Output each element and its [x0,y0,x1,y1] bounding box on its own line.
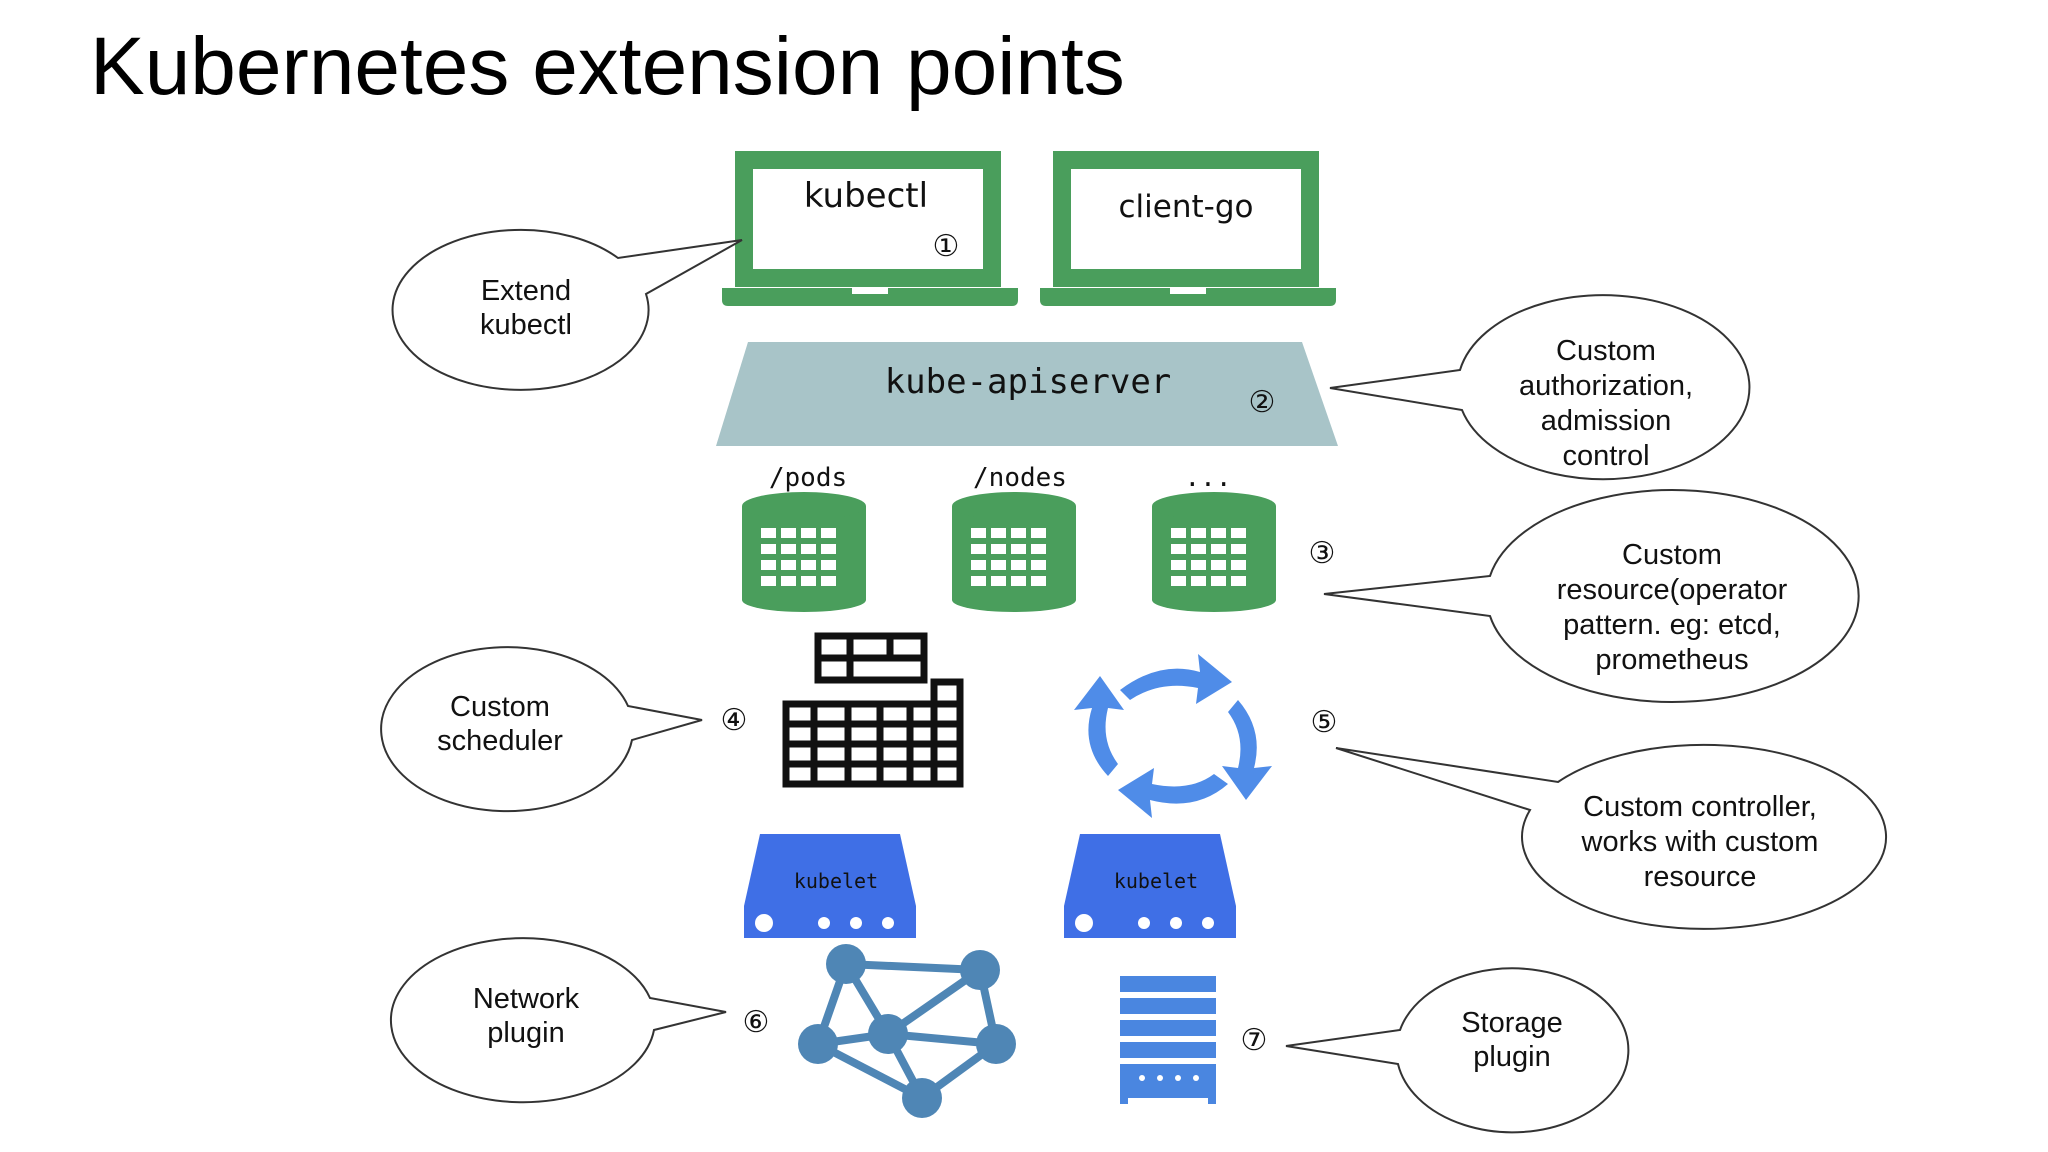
client-label: client-go [1119,189,1254,225]
reconcile-arrows-icon [1074,654,1272,818]
number-1: ① [933,229,960,264]
resource-label: ... [1185,463,1232,493]
number-3: ③ [1309,536,1336,571]
callout-text: resource [1644,861,1757,893]
page-title: Kubernetes extension points [90,21,1125,112]
resource-more: ... [1152,463,1276,612]
database-grid-icon [971,528,1046,586]
callout-text: plugin [487,1017,564,1049]
number-4: ④ [721,703,748,738]
client-label: kubectl [804,176,928,216]
callout-text: authorization, [1519,370,1693,402]
callout-text: works with custom [1581,826,1819,858]
resource-pods: /pods [742,463,866,612]
callout-text: Storage [1461,1007,1563,1039]
callout-text: prometheus [1595,644,1748,676]
callout-text: Custom controller, [1583,791,1817,823]
callout-text: scheduler [437,725,563,757]
callout-text: Extend [481,275,571,307]
callout-custom-controller: Custom controller, works with custom res… [1335,743,1888,930]
resource-label: /pods [769,463,847,493]
storage-stack-icon [1120,976,1216,1104]
database-grid-icon [761,528,836,586]
callout-text: Custom [450,691,550,723]
callout-text: control [1562,440,1649,472]
callout-authorization: Custom authorization, admission control [1329,294,1751,481]
kubelet-node: kubelet [744,834,916,938]
callout-custom-resource: Custom resource(operator pattern. eg: et… [1323,489,1860,703]
callout-text: Custom [1556,335,1656,367]
database-grid-icon [1171,528,1246,586]
callout-text: kubectl [480,309,572,341]
number-2: ② [1249,385,1276,420]
number-7: ⑦ [1241,1023,1268,1058]
kubelet-label: kubelet [794,869,878,893]
callout-text: admission [1541,405,1672,437]
callout-text: resource(operator [1557,574,1788,606]
number-5: ⑤ [1311,705,1338,740]
network-graph-icon [798,944,1016,1118]
callout-text: Network [473,983,580,1015]
callout-text: Custom [1622,539,1722,571]
resource-nodes: /nodes [952,463,1076,612]
callout-custom-scheduler: Custom scheduler [380,646,703,813]
resource-label: /nodes [973,463,1067,493]
number-6: ⑥ [743,1005,770,1040]
laptop-kubectl: kubectl ① [722,151,1018,306]
callout-extend-kubectl: Extend kubectl [391,228,743,391]
callout-text: plugin [1473,1041,1550,1073]
scheduler-grid-icon [782,632,964,788]
callout-storage-plugin: Storage plugin [1285,967,1630,1134]
callout-text: pattern. eg: etcd, [1563,609,1781,641]
apiserver-label: kube-apiserver [885,362,1172,402]
callout-network-plugin: Network plugin [389,937,727,1104]
kube-apiserver-block: kube-apiserver ② [716,342,1338,446]
kubelet-label: kubelet [1114,869,1198,893]
kubelet-node: kubelet [1064,834,1236,938]
laptop-client-go: client-go [1040,151,1336,306]
